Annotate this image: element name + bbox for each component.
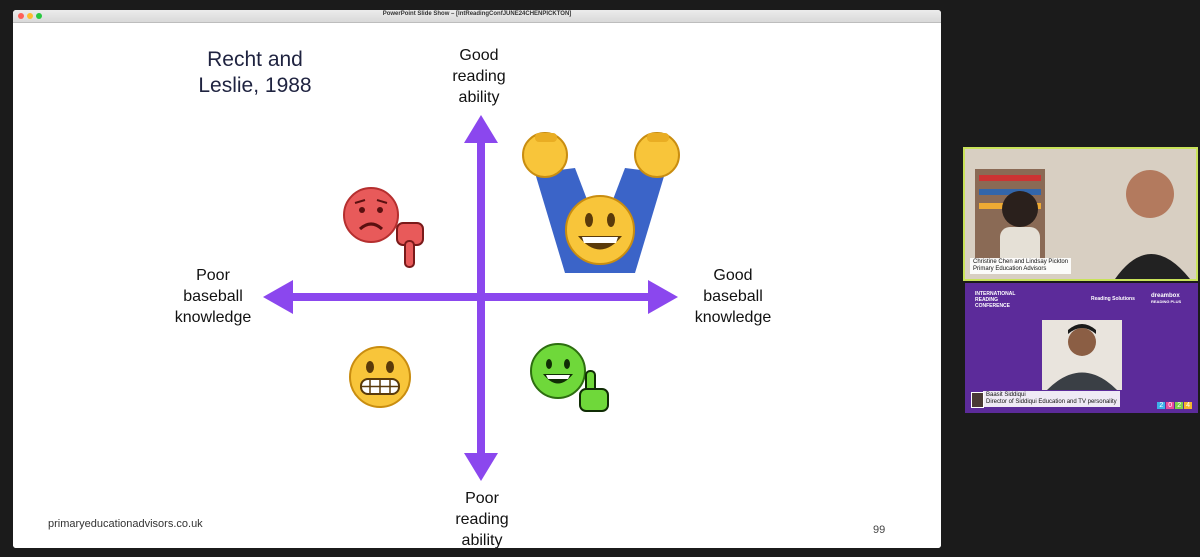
sponsor-dreambox-logo: dreambox READING PLUS (1151, 293, 1181, 305)
label-line: ability (461, 532, 503, 548)
conference-logo-line: READING (975, 297, 999, 303)
conference-logo-line: INTERNATIONAL (975, 291, 1016, 297)
sponsor-dreambox-line: dreambox (1151, 293, 1180, 299)
arrowhead-down (464, 453, 498, 481)
axis-label-good-baseball: Good baseball knowledge (673, 265, 793, 328)
participant-organization: Primary Education Advisors (973, 266, 1047, 272)
axis-label-poor-reading: Poor reading ability (422, 488, 542, 548)
year-tiles: 2 0 2 4 (1157, 402, 1192, 409)
presenters-video-feed (965, 149, 1196, 279)
celebrating-face-icon (522, 132, 680, 273)
label-line: reading (455, 511, 509, 528)
year-tile: 2 (1157, 402, 1166, 409)
grimacing-face-icon (349, 346, 411, 408)
axis-label-poor-baseball: Poor baseball knowledge (153, 265, 273, 328)
axes-arrows (263, 115, 678, 481)
arrowhead-left (263, 280, 293, 314)
year-tile: 2 (1175, 402, 1184, 409)
presentation-window: PowerPoint Slide Show – [IntReadingConfJ… (13, 10, 941, 548)
participant-organization: Director of Siddiqui Education and TV pe… (986, 399, 1117, 405)
participant-name-tag: Christine Chen and Lindsay Pickton Prima… (970, 258, 1072, 274)
reference-line: Recht and (207, 48, 303, 71)
conference-logo-line: CONFERENCE (975, 303, 1011, 309)
quadrant-axes (263, 115, 678, 481)
slide[interactable]: Recht and Leslie, 1988 Good reading abil… (13, 23, 941, 548)
window-title: PowerPoint Slide Show – [IntReadingConfJ… (382, 11, 572, 17)
minimize-window-button[interactable] (27, 13, 33, 19)
axis-label-good-reading: Good reading ability (419, 45, 539, 108)
label-line: knowledge (174, 309, 252, 326)
participant-name-tag: Baasit Siddiqui Director of Siddiqui Edu… (983, 391, 1120, 407)
year-tile: 4 (1184, 402, 1192, 409)
video-tile-speaker[interactable]: INTERNATIONAL READING CONFERENCE Reading… (965, 283, 1198, 413)
year-tile: 0 (1166, 402, 1175, 409)
label-line: baseball (183, 288, 243, 305)
happy-face-thumbs-up-icon (530, 343, 609, 412)
arrowhead-up (464, 115, 498, 143)
sponsor-dreambox-line: READING PLUS (1151, 299, 1182, 304)
footer-website: primaryeducationadvisors.co.uk (48, 518, 203, 530)
video-tile-presenters[interactable]: Christine Chen and Lindsay Pickton Prima… (963, 147, 1198, 281)
reference-line: Leslie, 1988 (198, 74, 312, 97)
slide-number: 99 (873, 524, 886, 536)
label-line: Poor (465, 490, 499, 507)
sponsor-reading-solutions-logo: Reading Solutions (1091, 296, 1135, 302)
title-bar: PowerPoint Slide Show – [IntReadingConfJ… (13, 10, 941, 23)
arrowhead-right (648, 280, 678, 314)
label-line: knowledge (694, 309, 772, 326)
label-line: baseball (703, 288, 763, 305)
label-line: Good (713, 267, 753, 284)
conference-logo: INTERNATIONAL READING CONFERENCE (975, 291, 1015, 309)
maximize-window-button[interactable] (36, 13, 42, 19)
sad-face-thumbs-down-icon (343, 187, 424, 268)
label-line: reading (452, 68, 506, 85)
label-line: Good (459, 47, 499, 64)
close-window-button[interactable] (18, 13, 24, 19)
label-line: Poor (196, 267, 230, 284)
participant-name: Baasit Siddiqui (986, 392, 1026, 398)
label-line: ability (458, 89, 500, 106)
slide-reference: Recht and Leslie, 1988 (183, 47, 327, 99)
participant-name: Christine Chen and Lindsay Pickton (973, 259, 1069, 265)
speaker-video-feed (1042, 320, 1122, 390)
